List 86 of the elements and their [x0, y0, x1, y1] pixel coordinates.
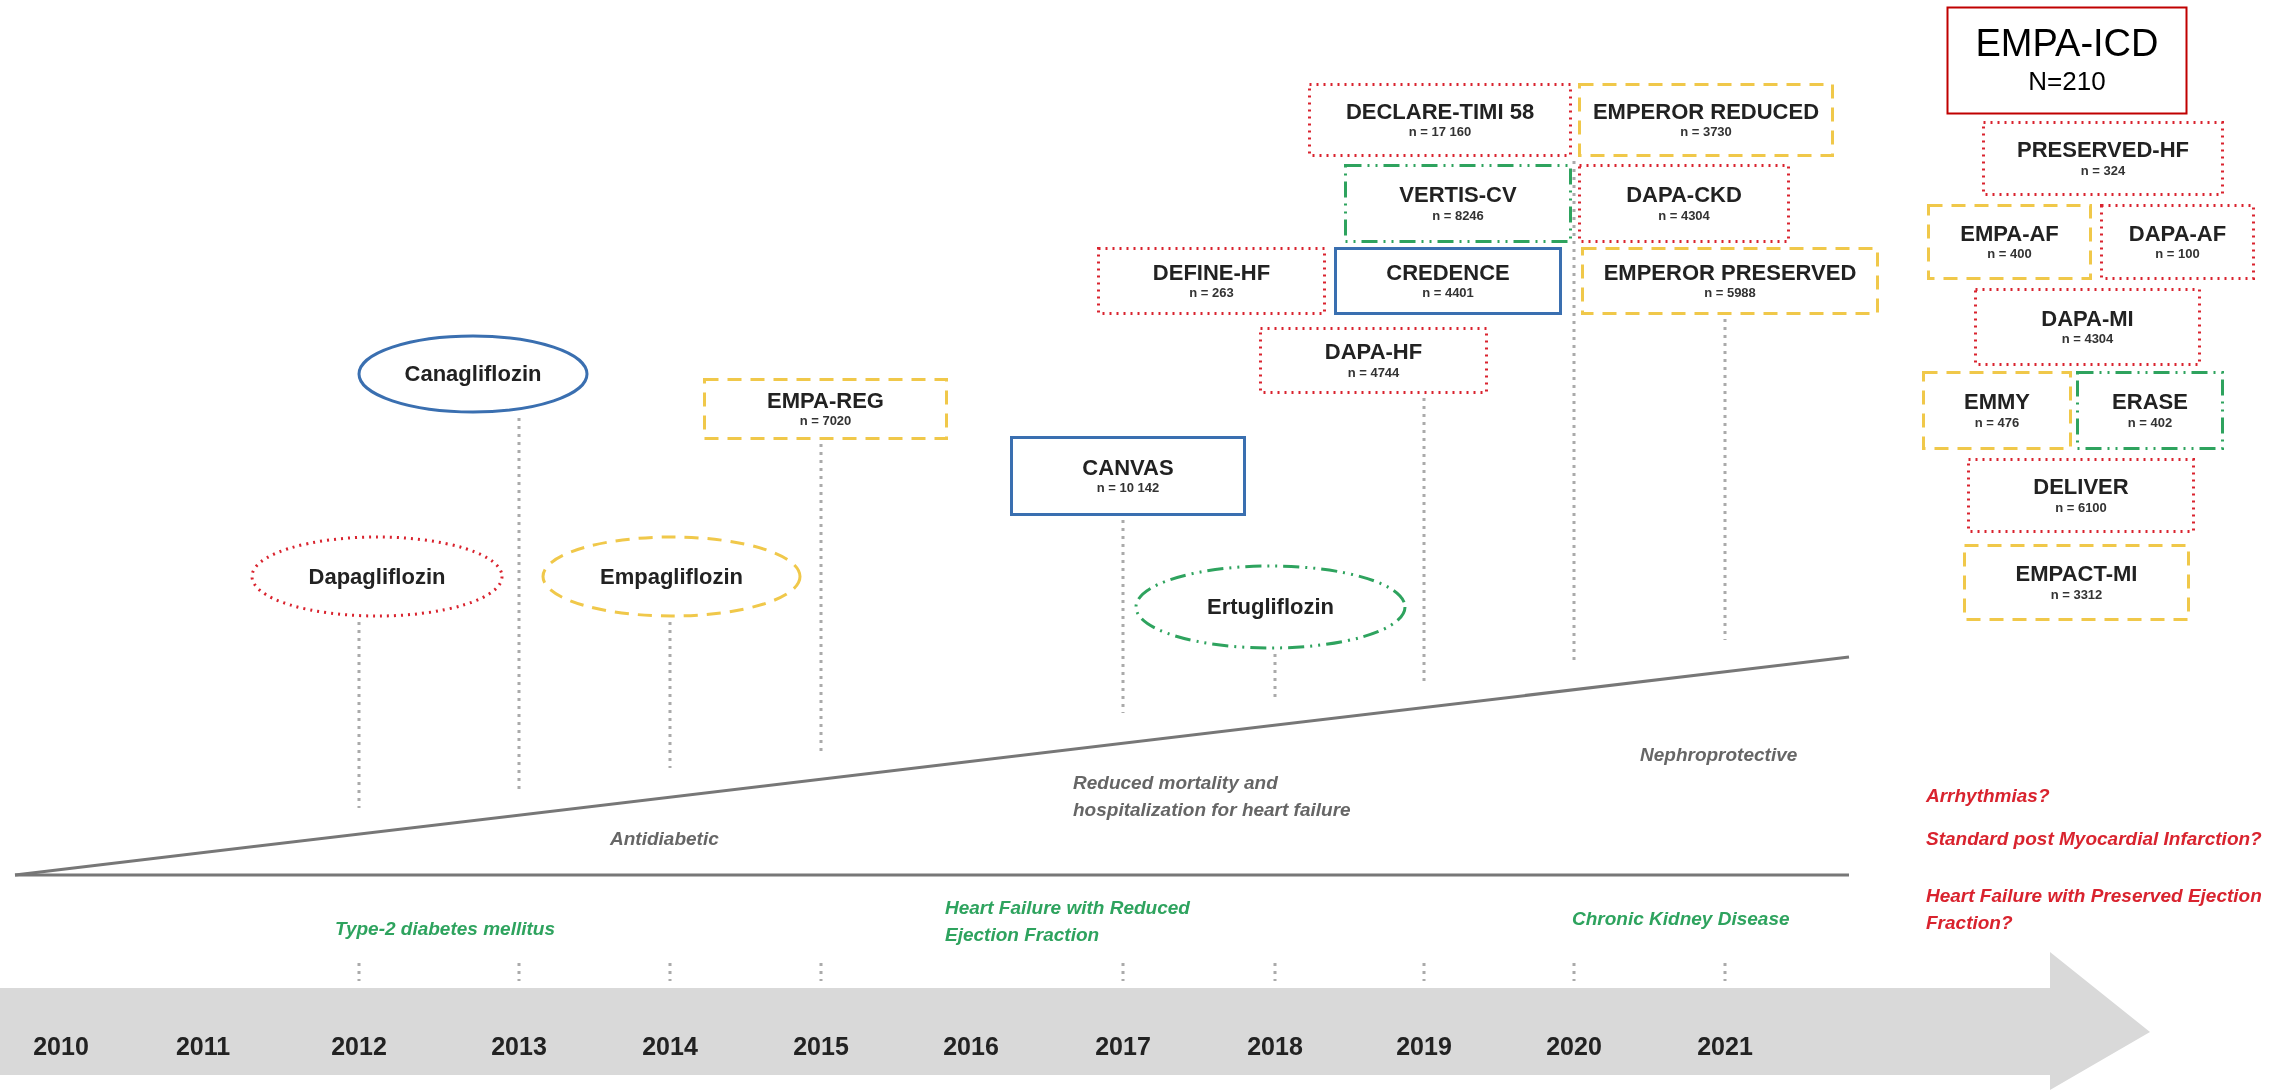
sample-size: n = 400: [1987, 246, 2032, 264]
year-label: 2015: [793, 1032, 849, 1061]
effect-label: Reduced mortality and hospitalization for heart failure: [1073, 771, 1352, 822]
trial-box: [1581, 247, 1879, 315]
trial-box: [1334, 247, 1562, 315]
year-label: 2016: [943, 1032, 999, 1061]
trial-box: [1946, 6, 2188, 115]
trial-box: [1578, 83, 1834, 157]
trial-name: ERASE: [2112, 389, 2188, 415]
sample-size: n = 3730: [1680, 124, 1732, 142]
trial-box: [1922, 371, 2072, 450]
sample-size: n = 4304: [1658, 207, 1710, 225]
year-label: 2012: [331, 1032, 387, 1061]
year-label: 2018: [1247, 1032, 1303, 1061]
year-label: 2017: [1095, 1032, 1151, 1061]
sample-size: n = 17 160: [1408, 124, 1472, 142]
sample-size: n = 476: [1974, 414, 2020, 432]
year-label: 2014: [642, 1032, 698, 1061]
drug-name: Empagliflozin: [600, 563, 743, 590]
question-note: Standard post Myocardial Infarction?: [1926, 827, 2263, 851]
sample-size: n = 100: [2155, 246, 2200, 264]
trial-box: [1578, 164, 1790, 243]
trial-name: EMMY: [1964, 389, 2030, 415]
trial-name: PRESERVED-HF: [2017, 137, 2189, 163]
sample-size: N=210: [2028, 65, 2106, 99]
trial-box: [1097, 247, 1326, 315]
indication-label: Type-2 diabetes mellitus: [335, 917, 555, 941]
trial-box: [1963, 544, 2190, 621]
trial-name: VERTIS-CV: [1399, 182, 1517, 208]
trial-name: EMPEROR REDUCED: [1592, 98, 1820, 125]
sample-size: n = 402: [2127, 414, 2173, 432]
drug-ellipse: [541, 535, 802, 618]
effect-label: Nephroprotective: [1640, 743, 1798, 767]
trial-name: CANVAS: [1082, 454, 1174, 481]
trial-name: EMPA-ICD: [1975, 21, 2159, 66]
trial-box: [1308, 83, 1572, 157]
trial-box: [1967, 458, 2195, 533]
trial-name: EMPEROR PRESERVED: [1603, 259, 1857, 286]
trial-box: [1927, 204, 2092, 280]
year-label: 2013: [491, 1032, 547, 1061]
trial-box: [1259, 327, 1488, 394]
trial-name: CREDENCE: [1386, 259, 1510, 286]
sample-size: n = 8246: [1432, 207, 1484, 225]
question-note: Heart Failure with Preserved Ejection Fraction?: [1926, 884, 2263, 935]
trial-name: DAPA-HF: [1324, 339, 1423, 365]
sample-size: n = 10 142: [1096, 480, 1160, 498]
trial-name: DAPA-MI: [2041, 305, 2134, 332]
trial-name: DELIVER: [2033, 474, 2129, 500]
effect-label: Antidiabetic: [610, 827, 719, 851]
drug-name: Dapagliflozin: [308, 563, 446, 590]
question-note: Arrhythmias?: [1926, 784, 2050, 808]
trial-name: EMPA-AF: [1960, 220, 2059, 247]
trial-box: [2100, 204, 2255, 280]
trial-name: DAPA-CKD: [1626, 182, 1742, 208]
sample-size: n = 6100: [2055, 499, 2107, 517]
trial-box: [1010, 436, 1246, 516]
trial-box: [703, 378, 948, 440]
sample-size: n = 5988: [1704, 285, 1756, 303]
drug-ellipse: [357, 334, 589, 414]
sample-size: n = 3312: [2050, 586, 2103, 604]
trial-box: [1982, 121, 2224, 196]
sample-size: n = 7020: [799, 413, 852, 431]
indication-label: Chronic Kidney Disease: [1572, 907, 1790, 931]
drug-ellipse: [1134, 564, 1407, 650]
trial-name: EMPACT-MI: [2015, 561, 2138, 587]
sample-size: n = 4304: [2061, 331, 2114, 349]
year-label: 2019: [1396, 1032, 1452, 1061]
sample-size: n = 324: [2080, 162, 2126, 180]
sample-size: n = 263: [1189, 285, 1234, 303]
trial-box: [2076, 371, 2224, 450]
year-label: 2021: [1697, 1032, 1753, 1061]
trial-name: DECLARE-TIMI 58: [1345, 98, 1535, 125]
drug-name: Canagliflozin: [404, 361, 542, 387]
sample-size: n = 4401: [1422, 285, 1474, 303]
sample-size: n = 4744: [1347, 364, 1400, 382]
trial-name: EMPA-REG: [767, 387, 884, 414]
trial-box: [1974, 288, 2201, 366]
indication-label: Heart Failure with Reduced Ejection Fraction: [945, 896, 1191, 947]
trial-name: DAPA-AF: [2128, 220, 2227, 247]
drug-name: Ertugliflozin: [1206, 594, 1335, 620]
drug-ellipse: [250, 535, 504, 618]
trial-box: [1344, 164, 1572, 243]
year-label: 2010: [33, 1032, 89, 1061]
year-label: 2011: [175, 1032, 231, 1061]
year-label: 2020: [1546, 1032, 1602, 1061]
trial-name: DEFINE-HF: [1152, 259, 1271, 286]
